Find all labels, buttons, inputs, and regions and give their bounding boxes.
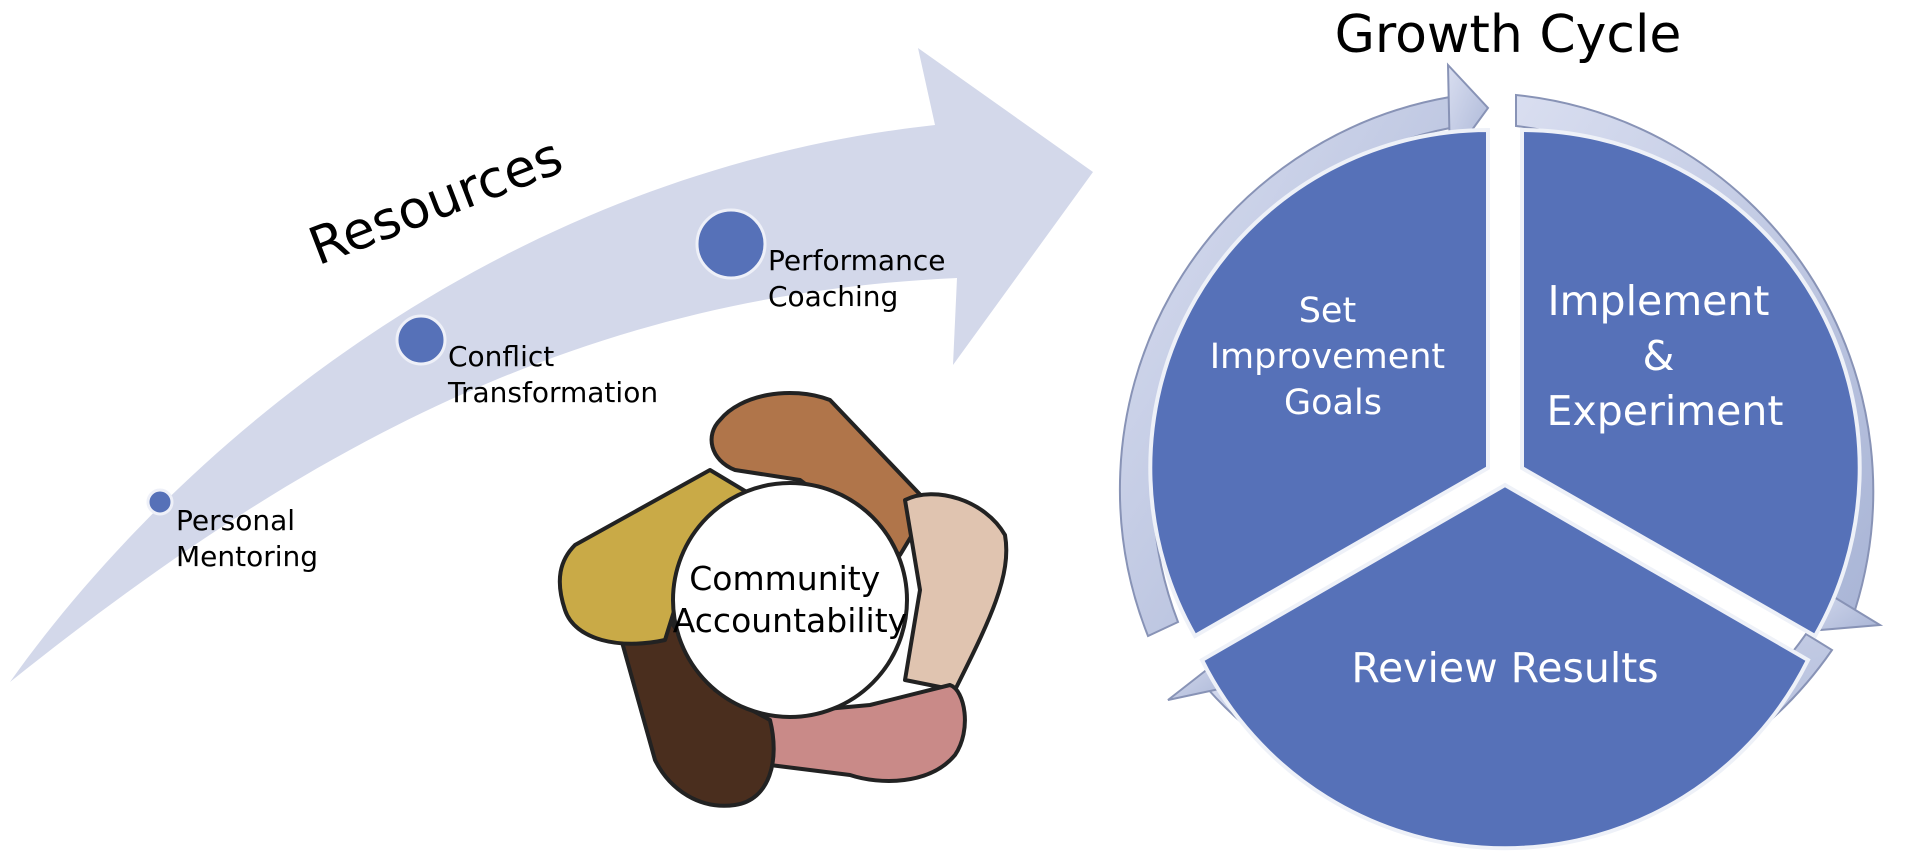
resource-label-performance-coaching: Performance Coaching <box>768 244 954 313</box>
community-label: Community Accountability <box>673 559 907 640</box>
hand-pink <box>758 683 967 783</box>
segment-label-implement-experiment: Implement & Experiment <box>1547 277 1784 435</box>
resource-label-conflict-transformation: Conflict Transformation <box>447 340 658 409</box>
hand-beige <box>903 492 1009 692</box>
resource-dot-conflict-transformation <box>395 314 447 366</box>
hand-dark-brown <box>618 618 776 808</box>
segment-implement-experiment <box>1520 127 1862 639</box>
segment-label-set-improvement-goals: Set Improvement Goals <box>1210 291 1457 423</box>
segment-review-results <box>1199 482 1811 851</box>
community-center-circle <box>671 481 909 719</box>
hand-brown <box>709 390 932 557</box>
resource-label-personal-mentoring: Personal Mentoring <box>176 504 318 573</box>
community-hands-illustration <box>557 390 1009 808</box>
segment-label-review-results: Review Results <box>1351 644 1658 692</box>
resource-dot-personal-mentoring <box>146 488 174 516</box>
resources-arrow <box>10 48 1093 682</box>
segment-set-improvement-goals <box>1148 127 1490 639</box>
diagram-title: Growth Cycle <box>1335 5 1682 65</box>
growth-cycle-segments <box>1148 127 1862 851</box>
resource-dot-performance-coaching <box>695 208 767 280</box>
